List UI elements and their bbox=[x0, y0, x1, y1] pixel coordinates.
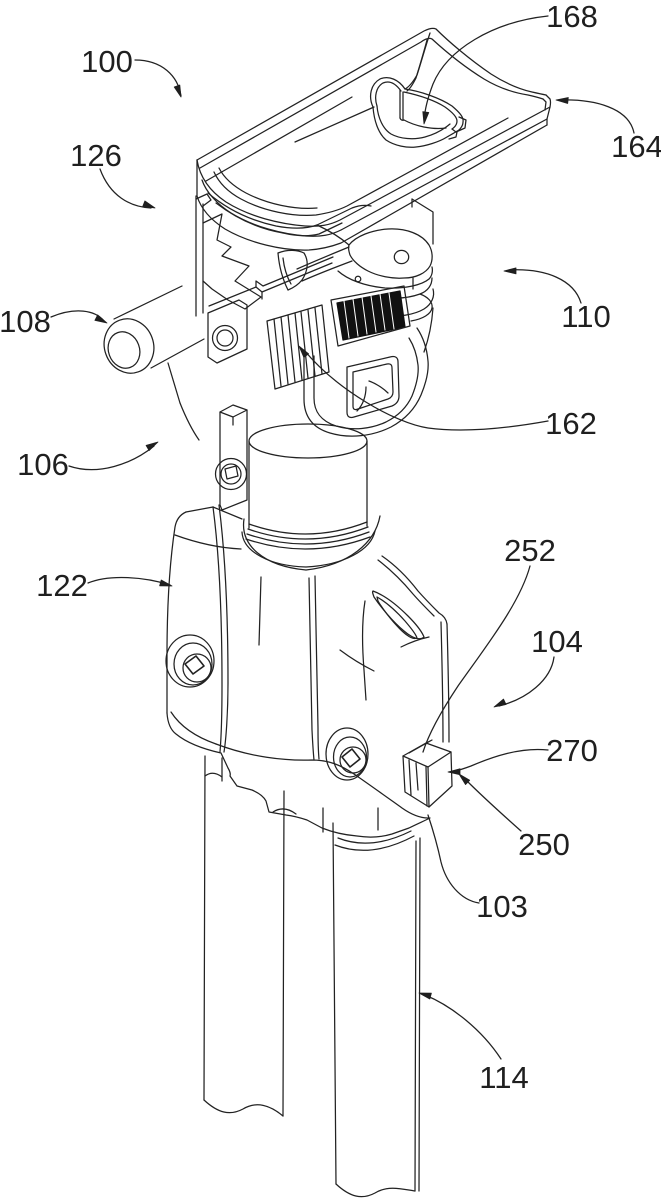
svg-text:104: 104 bbox=[531, 624, 583, 659]
svg-text:108: 108 bbox=[0, 304, 51, 339]
svg-text:100: 100 bbox=[81, 44, 133, 79]
svg-text:250: 250 bbox=[518, 827, 570, 862]
svg-text:168: 168 bbox=[546, 0, 598, 34]
svg-text:103: 103 bbox=[476, 889, 528, 924]
svg-text:114: 114 bbox=[479, 1060, 528, 1095]
svg-text:110: 110 bbox=[561, 299, 610, 334]
svg-text:122: 122 bbox=[36, 568, 88, 603]
svg-text:164: 164 bbox=[611, 129, 661, 164]
svg-text:270: 270 bbox=[546, 733, 598, 768]
svg-text:162: 162 bbox=[545, 406, 597, 441]
svg-text:252: 252 bbox=[504, 533, 556, 568]
svg-text:106: 106 bbox=[17, 447, 69, 482]
svg-text:126: 126 bbox=[70, 138, 122, 173]
